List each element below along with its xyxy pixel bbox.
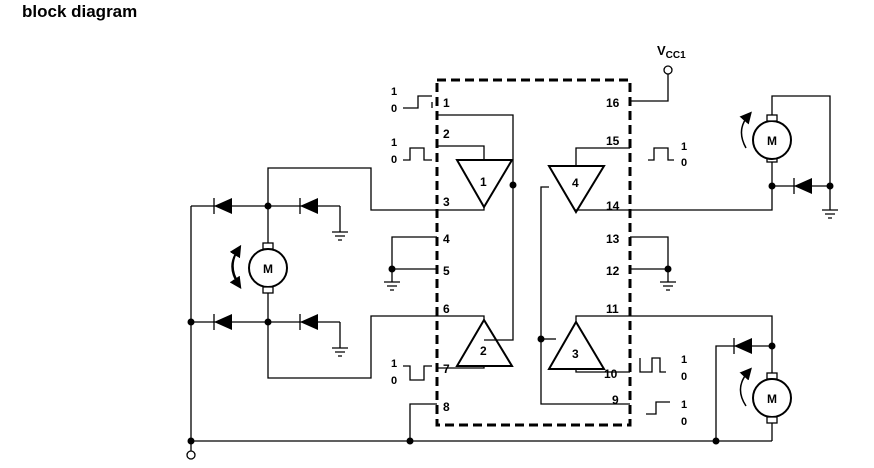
pin-7: 7 [443,362,450,376]
driver-3-label: 3 [572,347,579,361]
diode-icon [214,314,232,330]
pin-14: 14 [606,199,620,213]
waveform-pulse-pin2: 1 0 [391,137,432,166]
pin-16: 16 [606,96,620,110]
logic-high-label: 1 [681,399,687,411]
driver-2-label: 2 [480,344,487,358]
pin-3: 3 [443,195,450,209]
driver-1-label: 1 [480,175,487,189]
rotation-arrow-icon [229,244,242,283]
vcc-subscript: CC1 [666,50,686,61]
pin-5: 5 [443,264,450,278]
ic-package-outline [435,78,632,427]
pin-8: 8 [443,400,450,414]
logic-low-label: 0 [681,416,687,428]
pin-2: 2 [443,127,450,141]
rotation-arrow-icon [739,367,752,407]
driver-4-label: 4 [572,176,579,190]
waveform-step-up-pin9: 1 0 [646,399,687,428]
pin-12: 12 [606,264,620,278]
logic-low-label: 0 [391,103,397,115]
motor-bottom-right: M [630,315,792,441]
diode-icon [214,198,232,214]
logic-low-label: 0 [391,154,397,166]
logic-low-label: 0 [681,157,687,169]
page-title: block diagram [22,2,138,21]
pin-1: 1 [443,96,450,110]
logic-high-label: 1 [681,354,687,366]
pin-6: 6 [443,302,450,316]
pin-4: 4 [443,232,450,246]
driver-4: 4 [547,165,606,214]
logic-low-label: 0 [681,371,687,383]
svg-text:VCC1: VCC1 [657,43,686,61]
waveform-step-up-pin1: 1 0 [391,86,433,115]
pin-13: 13 [606,232,620,246]
motor-top-right: M [630,95,831,211]
internal-wiring [391,114,669,441]
driver-1: 1 [455,159,514,209]
supply-terminal [186,450,196,460]
driver-2: 2 [455,318,514,367]
logic-high-label: 1 [391,358,397,370]
logic-high-label: 1 [681,141,687,153]
vcc-label: V [657,43,666,58]
driver-3: 3 [547,320,606,370]
ground-symbols [332,186,838,357]
diode-icon [300,198,318,214]
waveform-pulse-pin15: 1 0 [648,141,687,169]
waveform-pulse-pin7: 1 0 [391,358,432,387]
rotation-arrow-icon [739,111,752,149]
diode-icon [734,338,752,354]
logic-low-label: 0 [391,375,397,387]
pin-10: 10 [604,367,618,381]
motor-label: M [767,392,777,406]
pin-9: 9 [612,393,619,407]
motor-label: M [263,262,273,276]
diode-icon [300,314,318,330]
vcc1-supply: VCC1 [630,43,686,102]
pin-15: 15 [606,134,620,148]
logic-high-label: 1 [391,86,397,98]
waveform-pulse-pin10: 1 0 [639,354,687,383]
left-bridge: M [190,167,437,441]
logic-high-label: 1 [391,137,397,149]
pin-11: 11 [606,302,619,316]
junctions [187,181,834,445]
motor-label: M [767,134,777,148]
